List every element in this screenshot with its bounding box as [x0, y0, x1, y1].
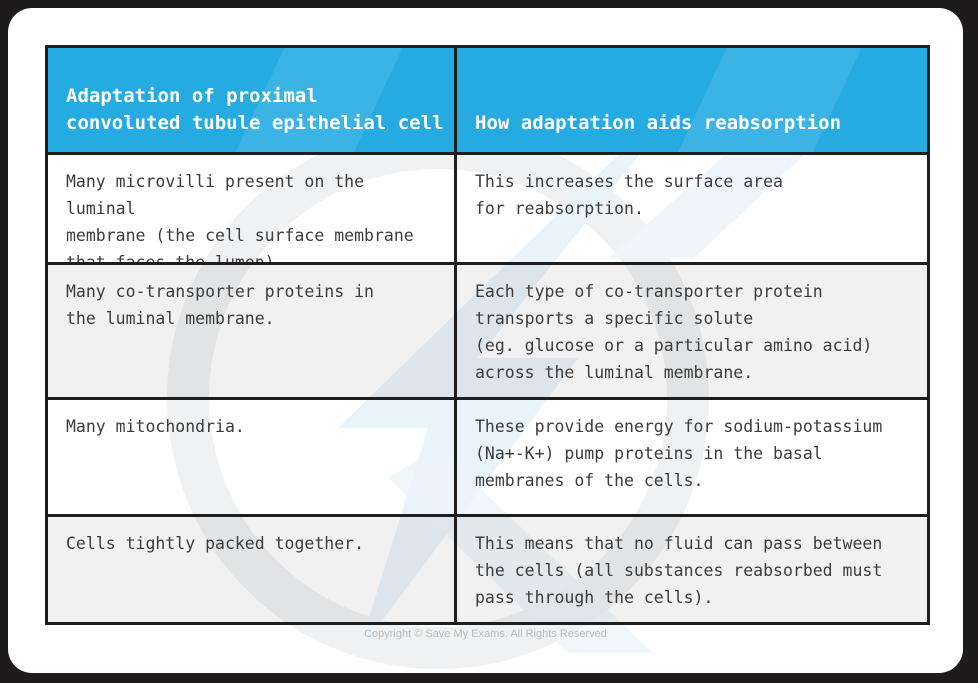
table-row-1-adaptation: Many microvilli present on the luminal m…: [48, 155, 457, 265]
content-card: Adaptation of proximal convoluted tubule…: [8, 8, 963, 673]
table-header-benefit: How adaptation aids reabsorption: [457, 48, 927, 155]
table-row-4-adaptation: Cells tightly packed together.: [48, 517, 457, 622]
table-row-4-benefit: This means that no fluid can pass betwee…: [457, 517, 927, 622]
table-row-3-benefit: These provide energy for sodium-potassiu…: [457, 400, 927, 517]
table-header-adaptation: Adaptation of proximal convoluted tubule…: [48, 48, 457, 155]
copyright-notice: Copyright © Save My Exams. All Rights Re…: [364, 628, 607, 640]
table-row-1-benefit: This increases the surface area for reab…: [457, 155, 927, 265]
adaptation-table: Adaptation of proximal convoluted tubule…: [45, 45, 930, 625]
table-row-2-adaptation: Many co-transporter proteins in the lumi…: [48, 265, 457, 400]
table-row-2-benefit: Each type of co-transporter protein tran…: [457, 265, 927, 400]
table-row-3-adaptation: Many mitochondria.: [48, 400, 457, 517]
